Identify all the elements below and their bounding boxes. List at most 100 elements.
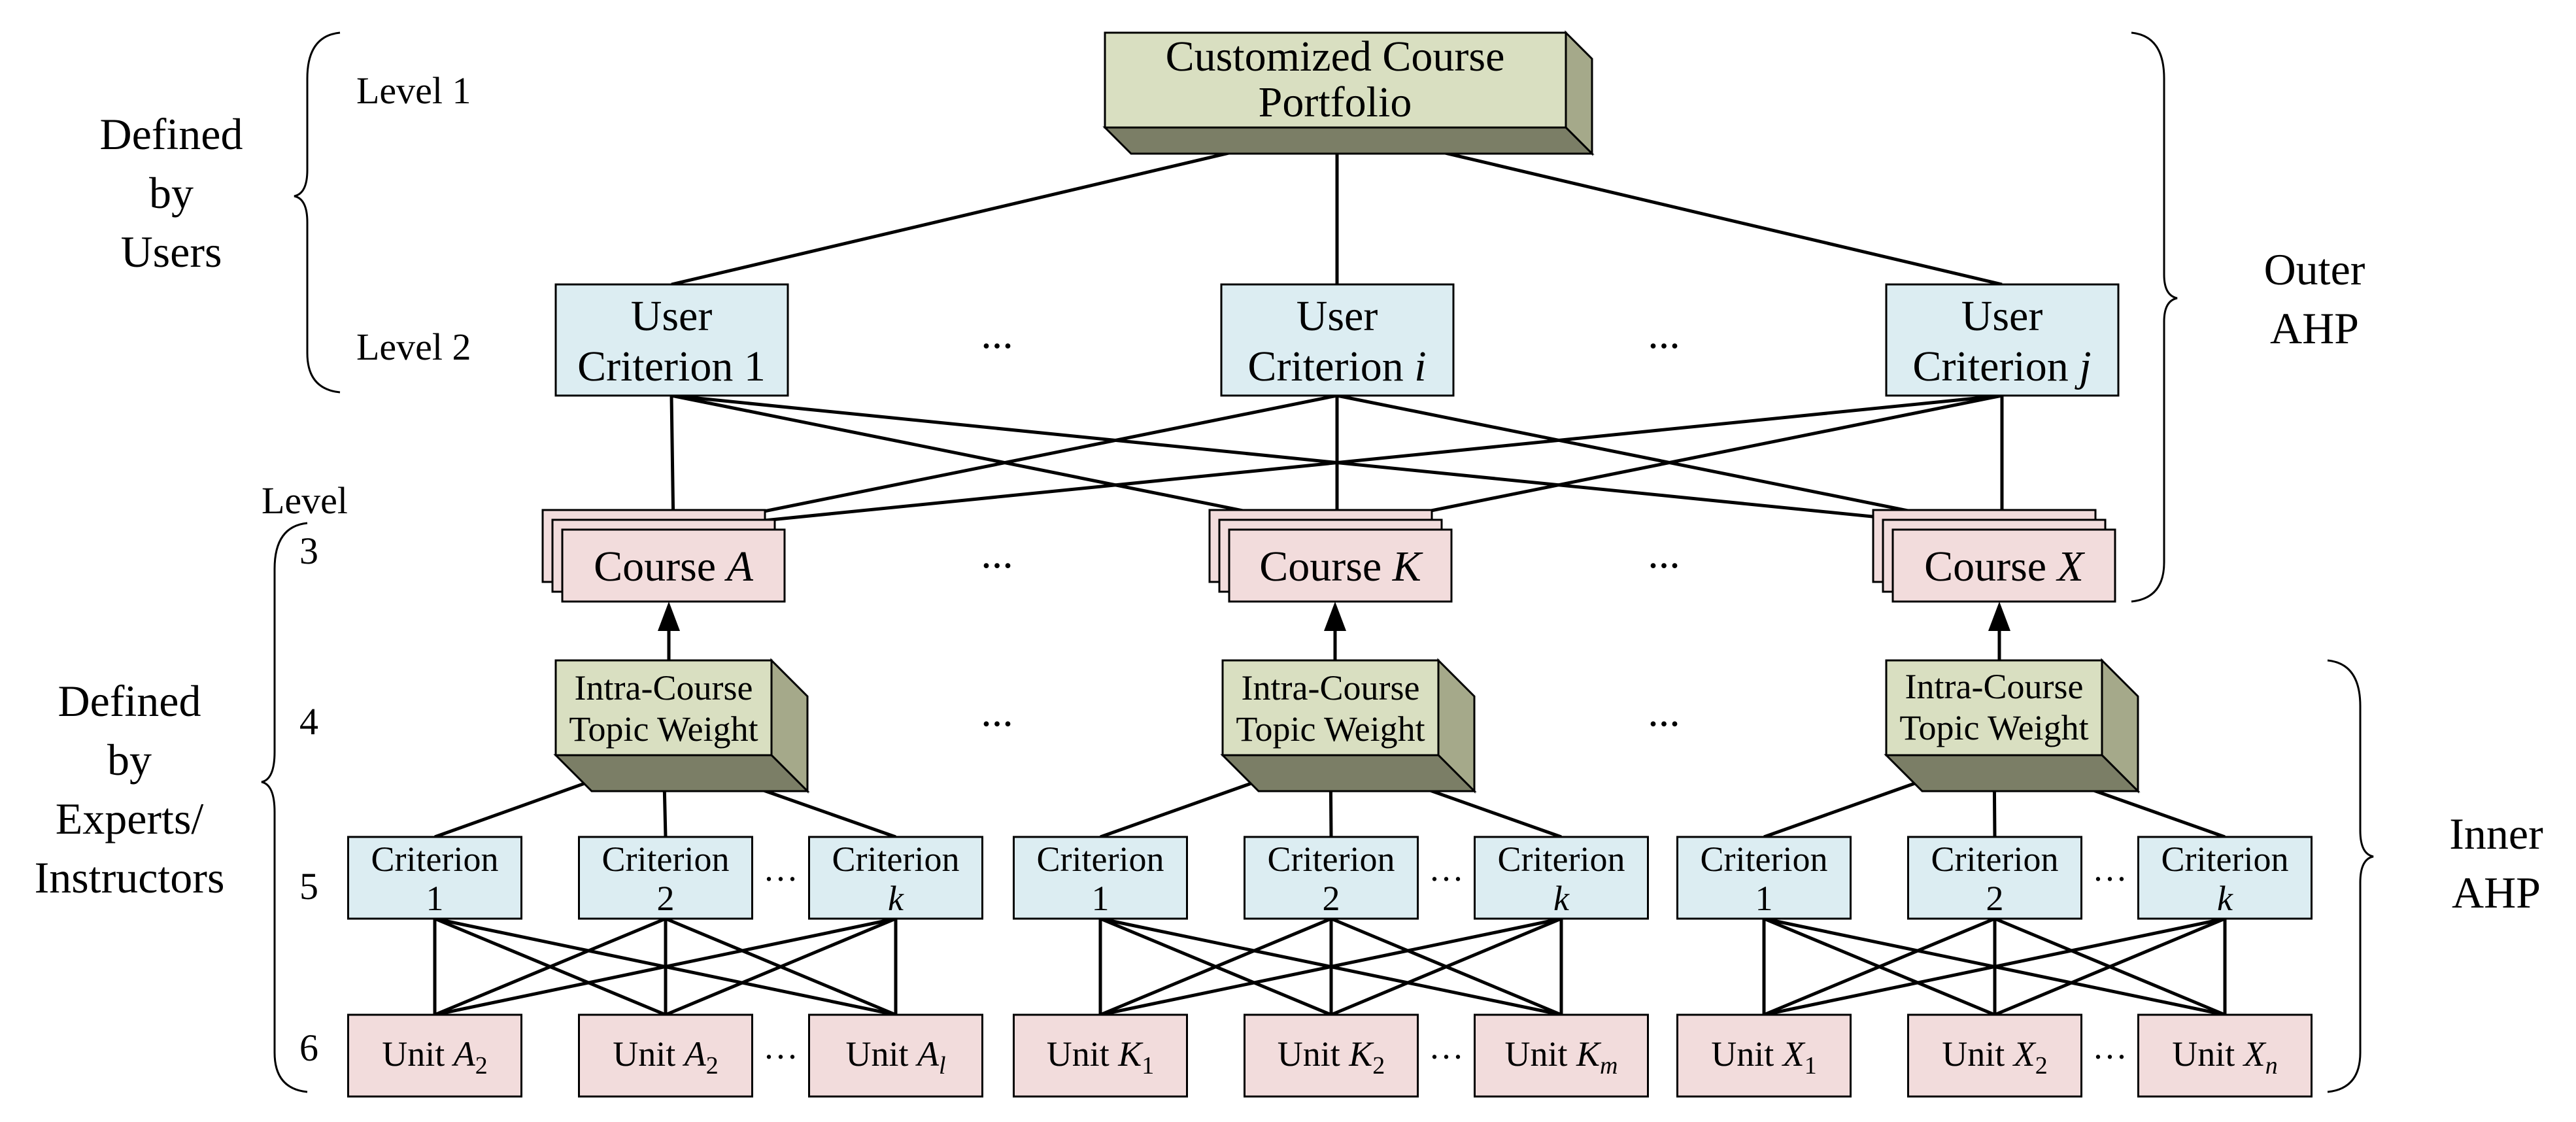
svg-text:Course A: Course A [594,543,753,590]
svg-text:Instructors: Instructors [35,853,225,902]
course-a: Course A [541,509,786,603]
svg-text:Topic Weight: Topic Weight [1236,709,1425,749]
root-node: Customized Course Portfolio [1102,30,1595,156]
criterion-to-course-line [673,394,2003,532]
criterion-to-unit-line [1330,917,1562,1017]
outer-ahp-label: Outer AHP [2264,245,2365,353]
topic-weight-a: Intra-Course Topic Weight [553,658,810,794]
criterion-index: k [2217,879,2233,918]
unit-box: Unit Al [808,1013,983,1098]
svg-text:Defined: Defined [99,109,243,159]
svg-text:Topic Weight: Topic Weight [569,709,758,749]
level-6-label: 6 [299,1027,318,1069]
criterion-to-unit-line [665,917,896,1017]
ellipsis-level3-b: ... [1648,530,1680,577]
level-1-label: Level 1 [356,69,471,112]
unit-label: Unit K1 [1047,1034,1155,1080]
inner-ahp-label: Inner AHP [2449,809,2543,917]
root-title-line1: Customized Course [1166,33,1505,80]
ellipsis-level2-a: ... [981,310,1013,358]
ellipsis-level3-a: ... [981,530,1013,577]
user-criterion-1: User Criterion 1 [554,283,789,397]
criterion-label: Criterion [371,840,499,879]
criterion-label: Criterion [1498,840,1625,879]
unit-box: Unit X1 [1676,1013,1852,1098]
unit-label: Unit A2 [382,1034,488,1080]
unit-label: Unit A2 [613,1034,719,1080]
svg-text:by: by [107,735,152,785]
criterion-index: 2 [1323,879,1340,918]
criterion-to-unit-line [1994,917,2226,1017]
criterion-index: 2 [657,879,675,918]
criterion-index: 2 [1986,879,2004,918]
svg-text:AHP: AHP [2452,868,2541,917]
root-title-line2: Portfolio [1259,78,1412,126]
unit-label: Unit Xn [2172,1034,2278,1080]
svg-text:Criterion 1: Criterion 1 [577,343,766,390]
svg-text:AHP: AHP [2270,303,2359,353]
ellipsis-criteria: ··· [1429,859,1464,898]
svg-text:User: User [631,292,713,340]
criterion-to-unit-line [1763,917,1995,1017]
arrow-head-icon [658,602,680,631]
level-5-label: 5 [299,865,318,908]
criterion-label: Criterion [1268,840,1395,879]
criterion-to-unit-line [1100,917,1332,1017]
svg-text:Intra-Course: Intra-Course [575,668,753,707]
criterion-to-unit-line [434,917,896,1017]
criterion-label: Criterion [1931,840,2059,879]
criterion-label: Criterion [2161,840,2289,879]
criterion-index: 1 [1092,879,1110,918]
svg-text:Defined: Defined [58,676,201,726]
experts-brace [261,522,308,1093]
svg-text:Criterion i: Criterion i [1247,343,1426,390]
criterion-index: 1 [1755,879,1773,918]
unit-box: Unit A2 [578,1013,753,1098]
units-layer: Unit A2 Unit A2 Unit Al ··· Unit K1 Unit K2 Un… [347,1013,2313,1098]
unit-label: Unit K2 [1278,1034,1385,1080]
connection-lines [433,126,2227,1017]
unit-label: Unit Al [845,1034,945,1080]
criterion-to-unit-line [434,917,666,1017]
criterion-label: Criterion [602,840,730,879]
svg-text:Course K: Course K [1259,543,1423,590]
users-brace [294,31,341,394]
level-2-label: Level 2 [356,326,471,368]
level-4-label: 4 [299,700,318,743]
unit-label: Unit X2 [1942,1034,2048,1080]
arrow-head-icon [1988,602,2010,631]
ellipsis-criteria: ··· [2092,859,2127,898]
topic-weight-x: Intra-Course Topic Weight [1884,658,2141,794]
ellipsis-criteria: ··· [763,859,798,898]
defined-by-experts-label: Defined by Experts/ Instructors [35,676,225,902]
criteria-layer: Criterion1Criterion2Criterionk···Criteri… [347,836,2313,920]
svg-text:Criterion j: Criterion j [1912,343,2091,390]
unit-label: Unit X1 [1711,1034,1817,1080]
course-x: Course X [1872,509,2116,603]
ellipsis-units: ··· [1429,1037,1464,1076]
svg-text:Intra-Course: Intra-Course [1905,667,2084,706]
arrows-topic-to-course [658,602,2010,660]
criterion-label: Criterion [1701,840,1828,879]
svg-text:Intra-Course: Intra-Course [1242,668,1420,707]
user-criterion-i: User Criterion i [1220,283,1455,397]
course-k: Course K [1208,509,1453,603]
inner-ahp-brace [2327,659,2374,1093]
criterion-label: Criterion [1037,840,1164,879]
criterion-to-course-line [1336,394,2003,532]
level-3-label-word: Level [262,479,348,522]
ellipsis-level2-b: ... [1648,310,1680,358]
unit-box: Unit Km [1474,1013,1649,1098]
criterion-to-course-line [673,394,1338,532]
criterion-index: k [1553,879,1570,918]
criterion-to-unit-line [1100,917,1562,1017]
